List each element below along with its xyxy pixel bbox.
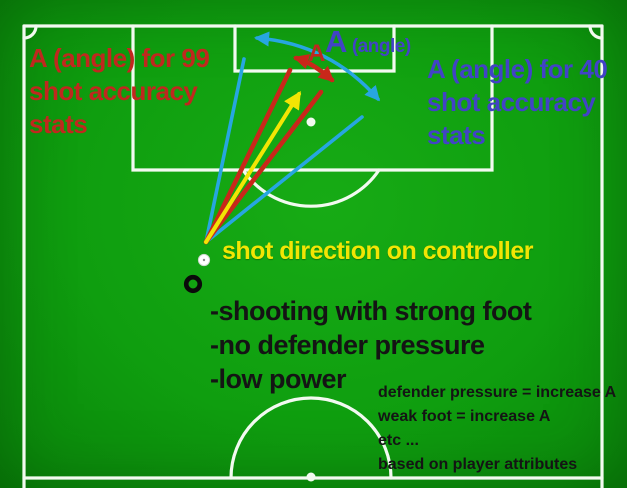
shot-direction-arrow — [204, 91, 301, 244]
condition-no-pressure: -no defender pressure — [210, 330, 485, 360]
note-etc: etc ... — [378, 432, 419, 449]
condition-low-power: -low power — [210, 364, 347, 394]
center-circle — [229, 396, 393, 480]
condition-strong-foot: -shooting with strong foot — [210, 296, 532, 326]
label-angle-blue: A (angle) — [325, 24, 411, 60]
corner-arc-left — [22, 24, 38, 40]
wide-angle-ray-left-cyan — [204, 57, 246, 244]
note-weak-foot: weak foot = increase A — [378, 408, 551, 425]
label-angle-40-line3: stats — [427, 120, 486, 150]
label-angle-red-letter: A — [308, 40, 325, 67]
label-angle-99-line1: A (angle) for 99 — [29, 43, 210, 73]
narrow-angle-ray-right-red — [203, 89, 324, 245]
penalty-arc — [241, 168, 381, 208]
penalty-box — [131, 24, 494, 172]
label-angle-blue-letter: A — [325, 24, 347, 59]
label-angle-40-line1: A (angle) for 40 — [427, 54, 608, 84]
conditions-list: -shooting with strong foot -no defender … — [210, 294, 532, 396]
wide-angle-ray-right-cyan — [204, 115, 364, 244]
label-angle-99-block: A (angle) for 99 shot accuracy stats — [29, 42, 210, 141]
note-defender-pressure: defender pressure = increase A — [378, 384, 617, 401]
notes-block: defender pressure = increase A weak foot… — [378, 381, 616, 477]
shot-cone — [203, 57, 364, 245]
narrow-angle-arc-arrow-red — [292, 54, 335, 83]
pitch-markings — [22, 24, 604, 488]
note-player-attributes: based on player attributes — [378, 456, 578, 473]
label-angle-40-line2: shot accuracy — [427, 87, 596, 117]
penalty-spot — [306, 117, 316, 127]
player-ring-marker — [183, 274, 203, 294]
label-angle-99-line3: stats — [29, 109, 88, 139]
corner-arc-right — [588, 24, 604, 40]
narrow-angle-ray-left-red — [203, 67, 293, 245]
ball — [197, 253, 211, 267]
center-spot — [306, 472, 316, 482]
ball-center-dot — [202, 258, 206, 262]
label-angle-40-block: A (angle) for 40 shot accuracy stats — [427, 53, 608, 152]
label-angle-99-line2: shot accuracy — [29, 76, 198, 106]
label-shot-direction: shot direction on controller — [222, 237, 534, 265]
label-angle-blue-word: (angle) — [351, 36, 411, 57]
